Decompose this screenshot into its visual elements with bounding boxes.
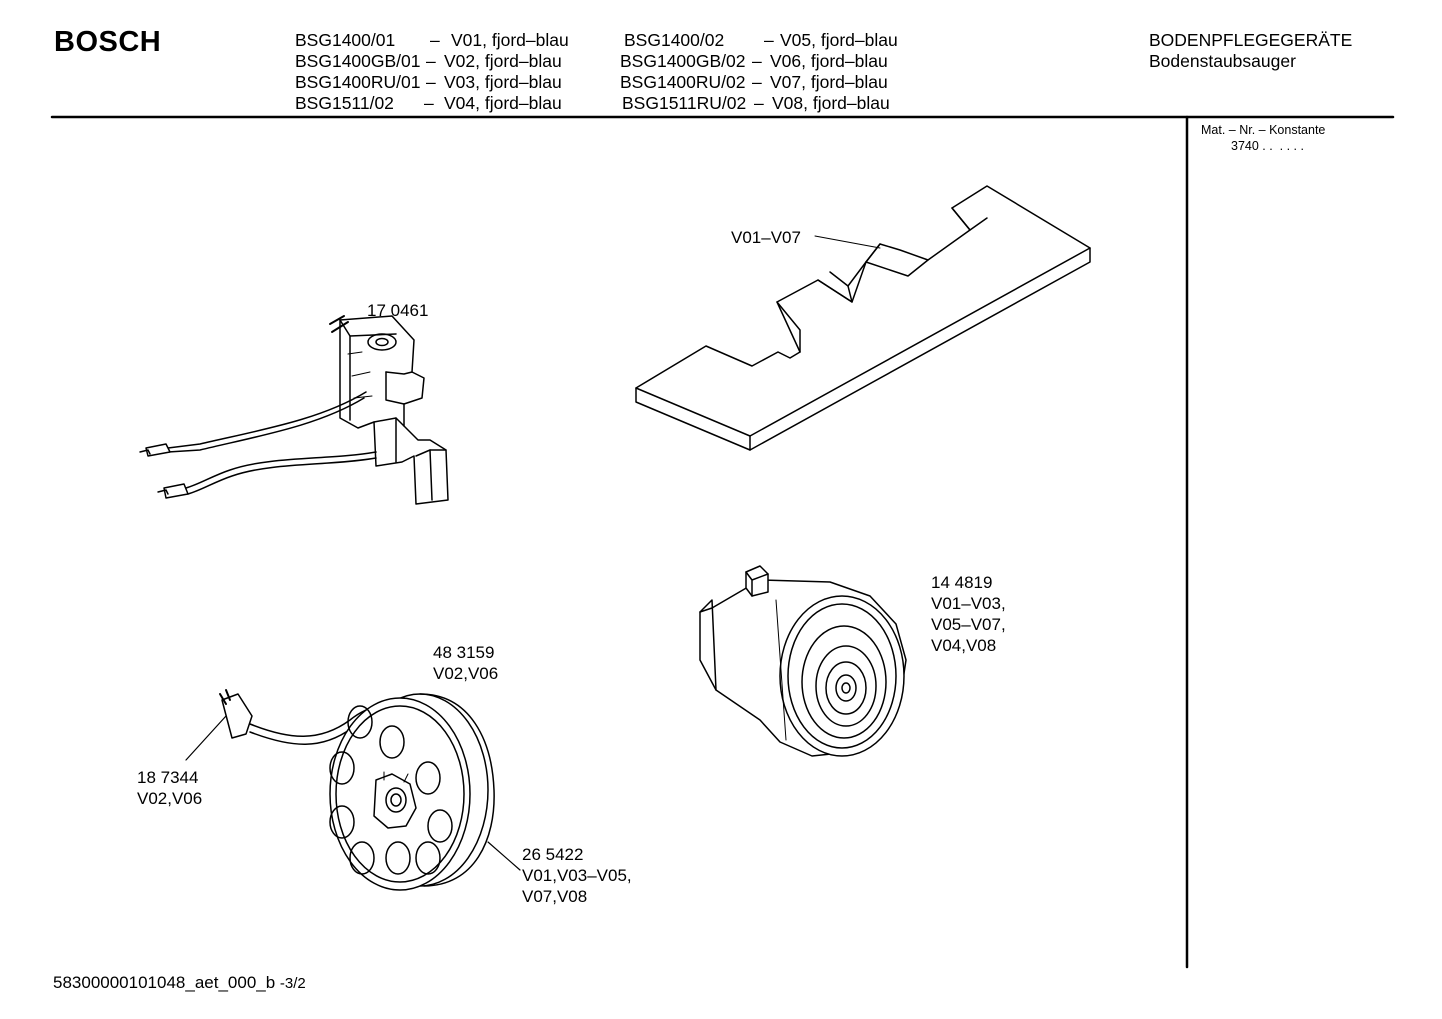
model-code: BSG1400GB/01 bbox=[295, 51, 421, 71]
model-code: BSG1400GB/02 bbox=[620, 51, 746, 71]
model-sep: – bbox=[426, 72, 436, 92]
cable-reel-drawing bbox=[186, 690, 520, 890]
cable-reel-variants: V02,V06 bbox=[433, 664, 499, 683]
brand-logo: BOSCH bbox=[54, 26, 162, 58]
reel-bracket-variants: V01,V03–V05, bbox=[522, 866, 632, 885]
motor-variants: V01–V03, bbox=[931, 594, 1006, 613]
model-variant: V03, fjord–blau bbox=[444, 72, 562, 92]
model-variant: V01, fjord–blau bbox=[451, 30, 569, 50]
model-sep: – bbox=[764, 30, 774, 50]
model-variant: V02, fjord–blau bbox=[444, 51, 562, 71]
model-sep: – bbox=[424, 93, 434, 113]
motor-drawing bbox=[700, 566, 906, 756]
model-variant: V06, fjord–blau bbox=[770, 51, 888, 71]
switch-part-number: 17 0461 bbox=[367, 301, 429, 320]
filter-plate-drawing bbox=[636, 186, 1090, 450]
model-code: BSG1400RU/01 bbox=[295, 72, 421, 92]
leader-plug bbox=[186, 716, 226, 760]
mat-number-label: Mat. – Nr. – Konstante bbox=[1201, 123, 1326, 137]
document-footer: 58300000101048_aet_000_b -3/2 bbox=[53, 973, 306, 993]
plug-part-number: 18 7344 bbox=[137, 768, 199, 787]
model-sep: – bbox=[752, 72, 762, 92]
model-sep: – bbox=[752, 51, 762, 71]
leader-reel-bracket bbox=[488, 842, 520, 870]
leader-filter-plate bbox=[815, 236, 880, 248]
model-code: BSG1511RU/02 bbox=[622, 93, 747, 113]
subcategory-title: Bodenstaubsauger bbox=[1149, 51, 1296, 71]
model-code: BSG1511/02 bbox=[295, 93, 394, 113]
model-sep: – bbox=[426, 51, 436, 71]
model-variant: V05, fjord–blau bbox=[780, 30, 898, 50]
model-sep: – bbox=[754, 93, 764, 113]
motor-part-number: 14 4819 bbox=[931, 573, 993, 592]
category-title: BODENPFLEGEGERÄTE bbox=[1149, 30, 1353, 50]
model-code: BSG1400/01 bbox=[295, 30, 396, 50]
reel-bracket-part-number: 26 5422 bbox=[522, 845, 584, 864]
cable-reel-part-number: 48 3159 bbox=[433, 643, 495, 662]
model-variant: V04, fjord–blau bbox=[444, 93, 562, 113]
filter-plate-variants: V01–V07 bbox=[731, 228, 801, 247]
reel-bracket-variants: V07,V08 bbox=[522, 887, 588, 906]
model-code: BSG1400/02 bbox=[624, 30, 725, 50]
document-id: 58300000101048_aet_000_b bbox=[53, 973, 276, 992]
model-variant: V07, fjord–blau bbox=[770, 72, 888, 92]
mat-number-value: 3740 . . . . . . bbox=[1231, 139, 1304, 153]
model-code: BSG1400RU/02 bbox=[620, 72, 746, 92]
switch-drawing bbox=[140, 316, 448, 504]
page-number: -3/2 bbox=[279, 975, 306, 992]
model-sep: – bbox=[430, 30, 440, 50]
model-variant: V08, fjord–blau bbox=[772, 93, 890, 113]
plug-variants: V02,V06 bbox=[137, 789, 203, 808]
motor-variants: V05–V07, bbox=[931, 615, 1006, 634]
motor-variants: V04,V08 bbox=[931, 636, 997, 655]
